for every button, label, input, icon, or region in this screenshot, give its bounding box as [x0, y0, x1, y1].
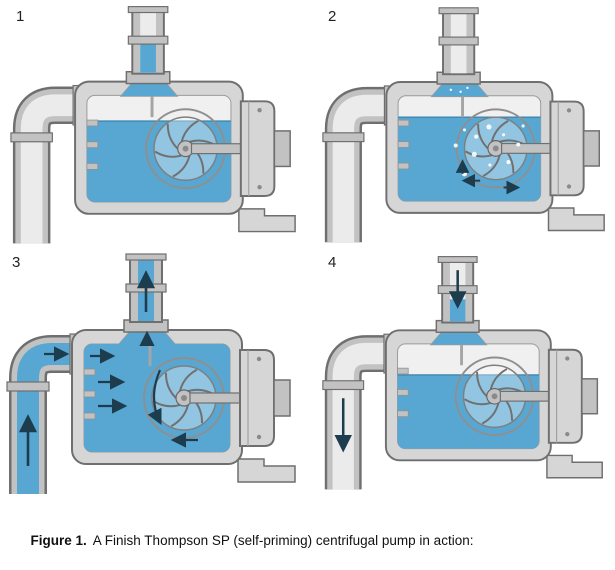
panel-number-4: 4	[328, 254, 337, 271]
pump-illustration-priming	[318, 4, 611, 246]
panel-number-2: 2	[328, 8, 337, 25]
figure-title: A Finish Thompson SP (self-priming) cent…	[92, 532, 474, 548]
figure-caption-line1: Figure 1. A Finish Thompson SP (self-prim…	[8, 511, 608, 570]
pump-illustration-filling	[6, 4, 302, 246]
panel-number-3: 3	[12, 254, 21, 271]
pump-panel-1: 1	[6, 4, 302, 246]
pump-illustration-pumping	[2, 250, 302, 498]
figure-label: Figure 1.	[30, 532, 87, 548]
pump-panel-4: 4	[318, 250, 609, 496]
figure-caption: Figure 1. A Finish Thompson SP (self-prim…	[8, 511, 608, 570]
pump-panel-3: 3	[2, 250, 302, 498]
panel-number-1: 1	[16, 8, 25, 25]
pump-illustration-shutdown	[318, 250, 609, 496]
pump-panel-2: 2	[318, 4, 611, 246]
